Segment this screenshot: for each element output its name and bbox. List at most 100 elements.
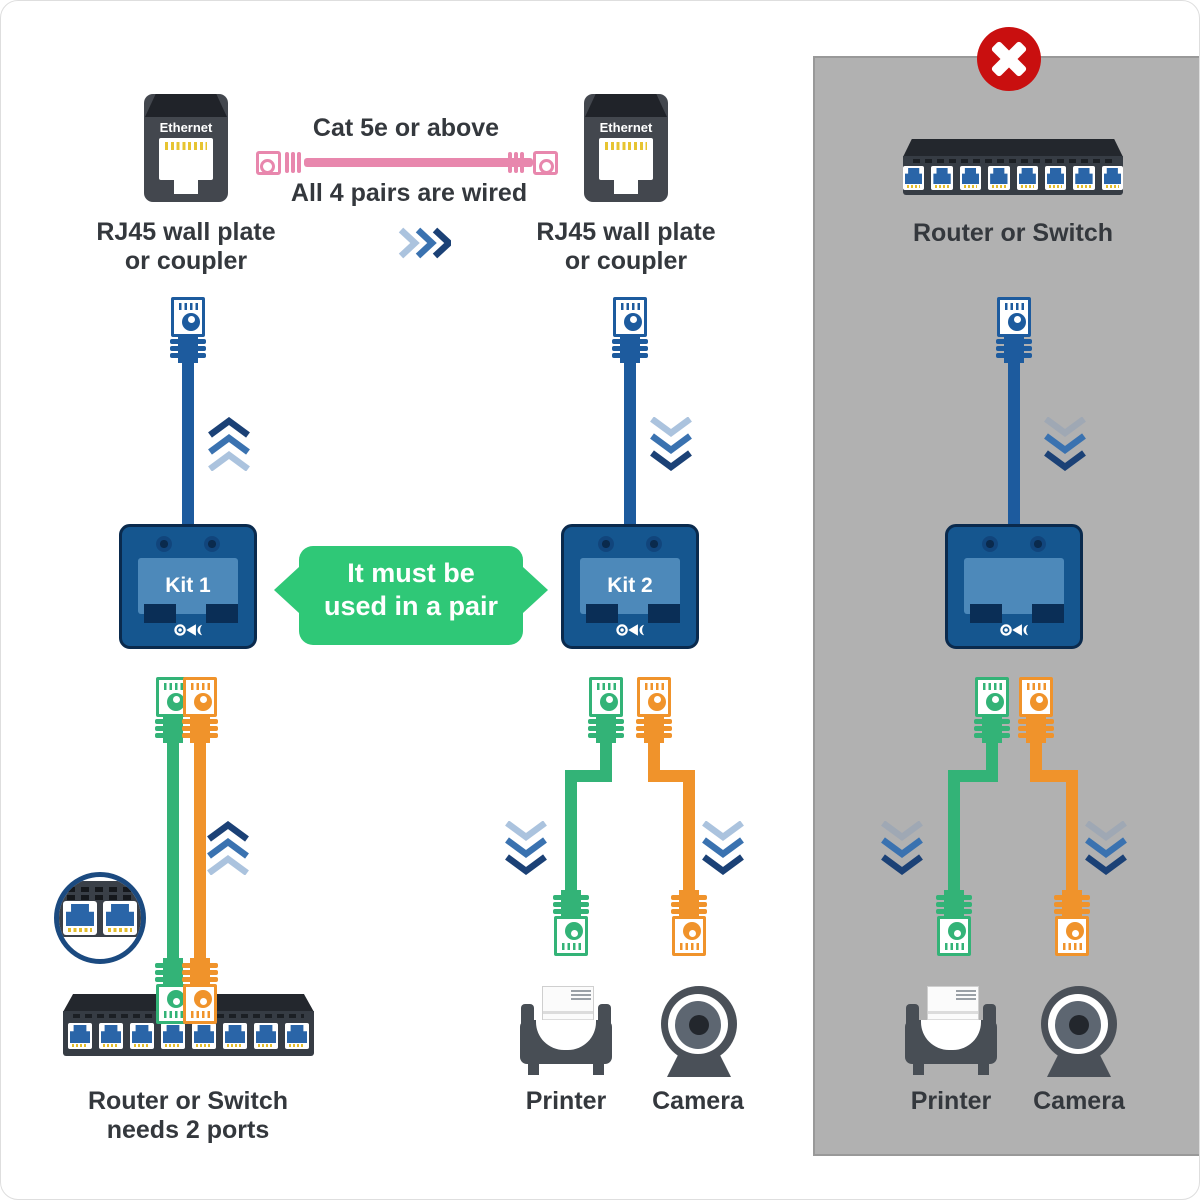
switch-port xyxy=(192,1023,216,1049)
rj45-plug-green xyxy=(936,886,972,956)
banner-line: It must be xyxy=(347,558,475,588)
green-cable xyxy=(948,770,960,891)
pink-plug-ridge xyxy=(520,152,524,173)
camera-label: Camera xyxy=(1033,1087,1125,1115)
green-cable xyxy=(167,741,179,961)
rj45-plug-blue xyxy=(612,297,648,367)
green-cable xyxy=(948,770,998,782)
magnified-switch-face xyxy=(59,881,141,937)
pair-requirement-banner: It must be used in a pair xyxy=(274,546,548,645)
switch-port xyxy=(63,901,97,935)
chevron-up-icon xyxy=(208,417,250,471)
cable-spec-label: Cat 5e or above xyxy=(312,114,500,142)
keystone-jack-icon xyxy=(599,138,653,180)
caption-line: RJ45 wall plate xyxy=(96,218,276,246)
screw-icon xyxy=(982,536,998,552)
kit-logo-icon xyxy=(174,624,203,636)
banner-line: used in a pair xyxy=(323,591,499,621)
switch-port xyxy=(931,166,953,190)
kit-logo-icon xyxy=(1000,624,1029,636)
rj45-plug-orange xyxy=(1054,886,1090,956)
rj45-plug-green xyxy=(974,677,1010,747)
switch-port xyxy=(903,166,925,190)
screw-icon xyxy=(1030,536,1046,552)
kit-port xyxy=(206,604,238,623)
wall-plate-icon-right: Ethernet xyxy=(584,94,668,202)
camera-icon xyxy=(660,986,738,1078)
rj45-plug-green xyxy=(588,677,624,747)
orange-cable xyxy=(194,741,206,961)
kit-port xyxy=(648,604,680,623)
blue-cable xyxy=(1008,359,1020,527)
switch-caption: Router or Switch needs 2 ports xyxy=(38,1087,338,1145)
kit-port xyxy=(586,604,618,623)
caption-line: needs 2 ports xyxy=(106,1116,270,1144)
pink-plug-ridge xyxy=(285,152,289,173)
chevron-down-icon xyxy=(1085,821,1127,875)
pink-plug-ridge xyxy=(508,152,512,173)
rj45-plug-blue xyxy=(170,297,206,367)
switch-port xyxy=(1101,166,1123,190)
rj45-plug-orange xyxy=(182,677,218,747)
screw-icon xyxy=(646,536,662,552)
printer-icon xyxy=(520,986,612,1076)
switch-vents xyxy=(913,159,1113,163)
wall-plate-icon-left: Ethernet xyxy=(144,94,228,202)
orange-cable xyxy=(683,770,695,891)
wall-plate-caption-left: RJ45 wall plate or coupler xyxy=(76,218,296,276)
switch-port xyxy=(223,1023,247,1049)
switch-port xyxy=(1073,166,1095,190)
rj45-plug-orange xyxy=(671,886,707,956)
splitter-kit-single xyxy=(945,524,1083,649)
caption-line: RJ45 wall plate xyxy=(536,218,716,246)
chevron-right-icon xyxy=(398,227,451,259)
wall-plate-cap xyxy=(585,94,667,117)
pink-plug-ridge xyxy=(514,152,518,173)
keystone-jack-icon xyxy=(159,138,213,180)
rj45-plug-orange xyxy=(1018,677,1054,747)
rj45-plug-blue xyxy=(996,297,1032,367)
wiring-label: All 4 pairs are wired xyxy=(290,179,528,207)
switch-front-face xyxy=(903,156,1123,195)
chevron-down-icon xyxy=(1044,417,1086,471)
switch-port xyxy=(988,166,1010,190)
chevron-down-icon xyxy=(650,417,692,471)
switch-port-row xyxy=(63,1023,314,1049)
jack-pins xyxy=(165,142,207,150)
chevron-down-icon xyxy=(881,821,923,875)
wall-plate-jack-label: Ethernet xyxy=(599,120,653,135)
wall-plate-cap xyxy=(145,94,227,117)
screw-icon xyxy=(204,536,220,552)
pink-plug-left xyxy=(256,151,281,175)
caption-line: or coupler xyxy=(564,247,688,275)
wall-plate-jack-label: Ethernet xyxy=(159,120,213,135)
switch-top-face xyxy=(903,139,1123,157)
jack-pins xyxy=(605,142,647,150)
printer-label: Printer xyxy=(910,1087,992,1115)
rj45-plug-orange xyxy=(182,954,218,1024)
kit-logo-icon xyxy=(616,624,645,636)
switch-port xyxy=(161,1023,185,1049)
orange-cable xyxy=(1066,770,1078,891)
pink-plug-right xyxy=(533,151,558,175)
switch-port xyxy=(1044,166,1067,190)
chevron-up-icon xyxy=(207,821,249,875)
camera-icon xyxy=(1040,986,1118,1078)
switch-port-row xyxy=(903,166,1123,190)
printer-icon xyxy=(905,986,997,1076)
switch-label: Router or Switch xyxy=(912,219,1113,247)
switch-port xyxy=(68,1023,92,1049)
kit-port xyxy=(1032,604,1064,623)
blue-cable xyxy=(624,359,636,527)
switch-port xyxy=(1016,166,1038,190)
switch-vents xyxy=(67,895,133,900)
rj45-plug-green xyxy=(553,886,589,956)
camera-label: Camera xyxy=(652,1087,744,1115)
error-icon xyxy=(977,27,1041,91)
switch-port xyxy=(959,166,982,190)
green-cable xyxy=(565,770,577,891)
switch-port xyxy=(285,1023,309,1049)
switch-port xyxy=(130,1023,154,1049)
chevron-down-icon xyxy=(505,821,547,875)
